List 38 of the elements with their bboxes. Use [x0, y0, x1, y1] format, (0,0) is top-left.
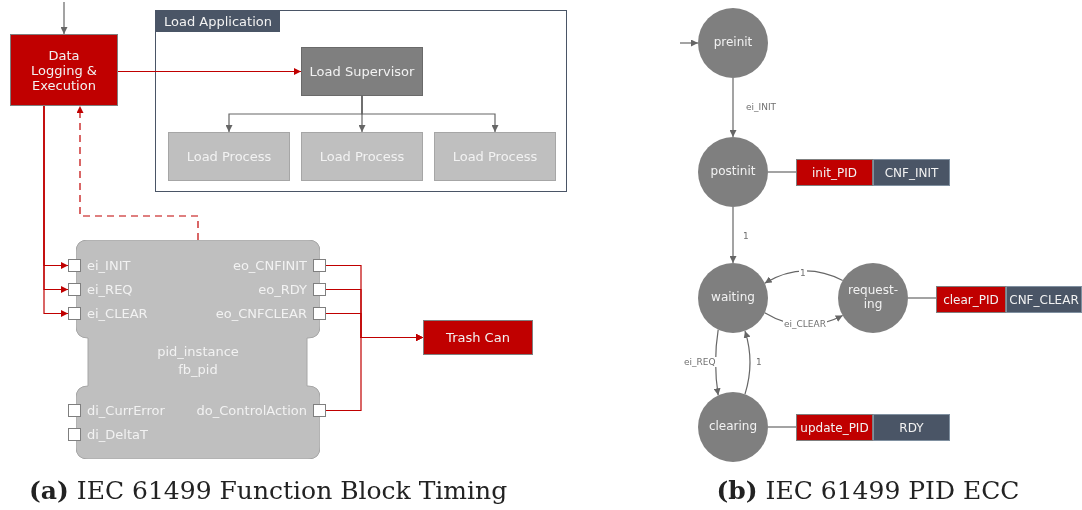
connector-line	[907, 297, 937, 299]
process-box: Load Supervisor	[301, 47, 423, 96]
arrow	[713, 329, 721, 396]
arrow	[729, 206, 737, 264]
action-box: init_PID	[796, 159, 873, 186]
edge-label: 1	[742, 231, 750, 241]
arrow	[764, 270, 844, 284]
arrow	[743, 330, 751, 395]
edge-label: 1	[799, 268, 807, 278]
arrow	[729, 77, 737, 138]
arrow	[679, 39, 699, 47]
event-box: CNF_CLEAR	[1006, 286, 1082, 313]
process-box: Data Logging & Execution	[10, 34, 118, 106]
event-box: RDY	[873, 414, 950, 441]
edge-label: ei_CLEAR	[783, 319, 827, 329]
state-circle: preinit	[698, 8, 768, 78]
dashed-arrow	[76, 105, 199, 241]
process-box: Trash Can	[423, 320, 533, 355]
action-box: clear_PID	[936, 286, 1006, 313]
state-circle: request- ing	[838, 263, 908, 333]
connector-line	[767, 426, 797, 428]
caption: (b) IEC 61499 PID ECC	[716, 476, 1020, 505]
edge-label: 1	[755, 357, 763, 367]
edge-label: ei_REQ	[683, 357, 717, 367]
group-frame	[155, 10, 567, 192]
connector-line	[767, 171, 797, 173]
event-box: CNF_INIT	[873, 159, 950, 186]
group-header: Load Application	[156, 11, 280, 32]
arrow	[117, 68, 302, 75]
state-circle: clearing	[698, 392, 768, 462]
edge-label: ei_INIT	[745, 102, 778, 112]
state-circle: postinit	[698, 137, 768, 207]
caption: (a) IEC 61499 Function Block Timing	[29, 476, 508, 505]
arrow	[325, 334, 424, 412]
arrow	[60, 1, 68, 35]
state-circle: waiting	[698, 263, 768, 333]
arrow	[361, 95, 499, 133]
action-box: update_PID	[796, 414, 873, 441]
